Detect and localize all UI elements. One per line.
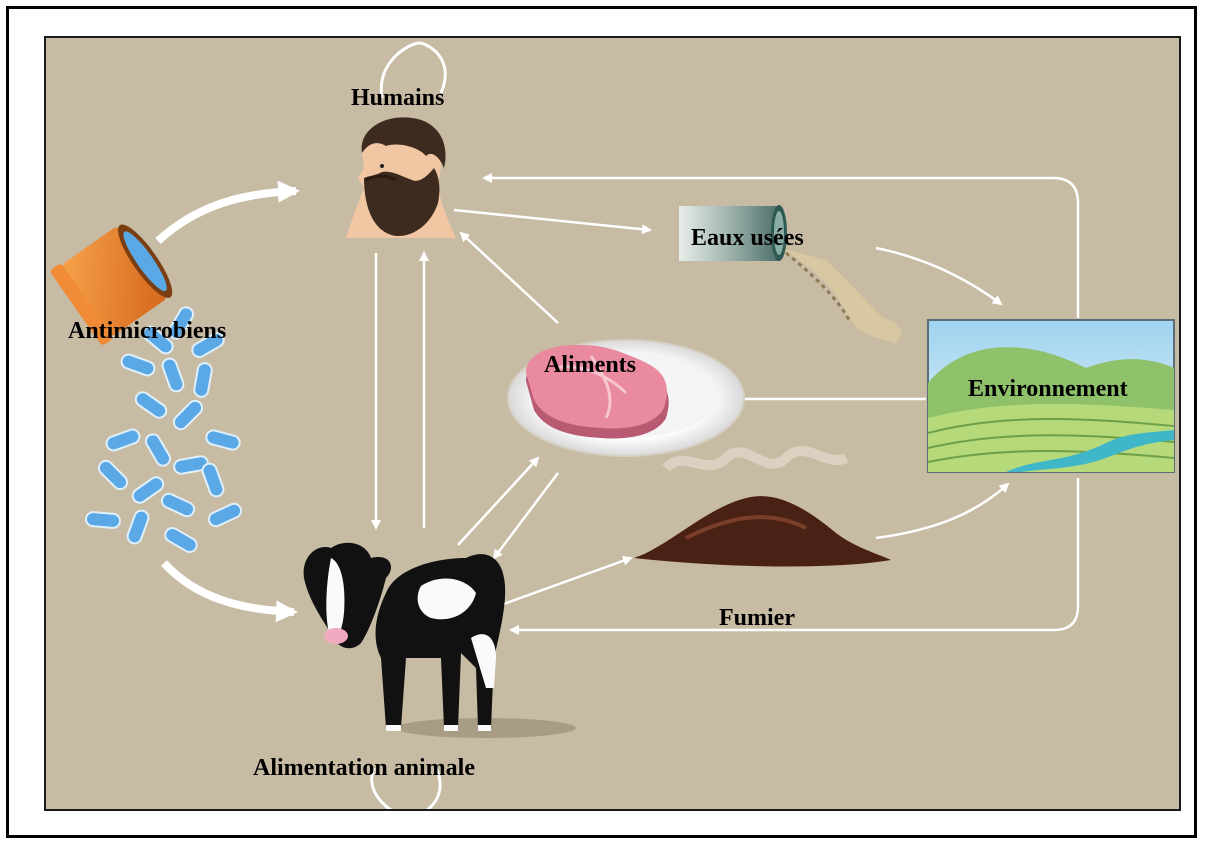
label-wastewater: Eaux usées <box>691 226 804 250</box>
label-environment: Environnement <box>968 377 1128 401</box>
label-antimicrobials: Antimicrobiens <box>68 319 226 343</box>
label-humans: Humains <box>351 86 444 110</box>
arrow-wastewater-to-environment <box>876 248 1001 304</box>
arrow-manure-to-environment <box>876 484 1008 538</box>
arrow-humans-to-wastewater <box>454 210 650 230</box>
outer-frame: Humains Eaux usées Antimicrobiens Alimen… <box>6 6 1197 838</box>
calf-icon <box>304 543 576 738</box>
arrow-animals-to-food <box>458 458 538 545</box>
arrow-antimicrobials-to-animals <box>164 563 294 612</box>
label-animal-feed: Alimentation animale <box>253 756 475 780</box>
diagram-panel: Humains Eaux usées Antimicrobiens Alimen… <box>44 36 1181 811</box>
arrow-food-to-animals <box>494 473 558 558</box>
label-manure: Fumier <box>719 606 795 630</box>
human-head-icon <box>346 117 456 238</box>
diagram-art <box>46 38 1181 811</box>
arrow-food-to-humans <box>461 233 558 323</box>
manure-pile-icon <box>634 451 891 567</box>
arrow-animals-to-manure <box>501 558 631 605</box>
arrow-antimicrobials-to-humans <box>158 191 296 241</box>
label-food: Aliments <box>544 353 636 377</box>
